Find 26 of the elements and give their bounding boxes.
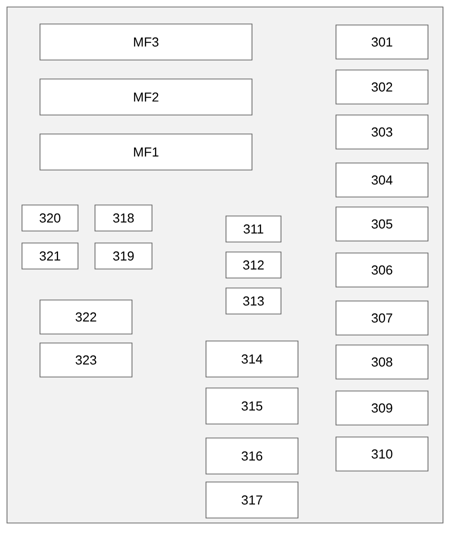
fuse-box: 305: [336, 206, 428, 242]
fuse-box: 313: [226, 288, 282, 314]
fuse-box: 304: [336, 162, 428, 198]
fuse-box: 318: [94, 204, 152, 232]
fuse-box: 301: [336, 24, 428, 60]
fuse-box: 303: [336, 114, 428, 150]
fuse-box: MF1: [40, 134, 252, 170]
fuse-box: 319: [94, 242, 152, 270]
fuse-box: 314: [206, 340, 298, 378]
fuse-box: 306: [336, 252, 428, 288]
fuse-box: 311: [226, 216, 282, 242]
fuse-box: MF2: [40, 78, 252, 116]
fuse-box: 320: [22, 204, 78, 232]
fuse-box: 322: [40, 300, 132, 334]
fuse-box: 302: [336, 70, 428, 104]
fuse-box: 323: [40, 342, 132, 378]
fuse-box: 317: [206, 482, 298, 518]
fuse-box: MF3: [40, 24, 252, 60]
fuse-box: 309: [336, 390, 428, 426]
fuse-box: 308: [336, 344, 428, 380]
fuse-box: 307: [336, 300, 428, 336]
fuse-box: 316: [206, 438, 298, 474]
fuse-box: 315: [206, 388, 298, 424]
fuse-box: 312: [226, 252, 282, 278]
fuse-box: 310: [336, 436, 428, 472]
fuse-box: 321: [22, 242, 78, 270]
